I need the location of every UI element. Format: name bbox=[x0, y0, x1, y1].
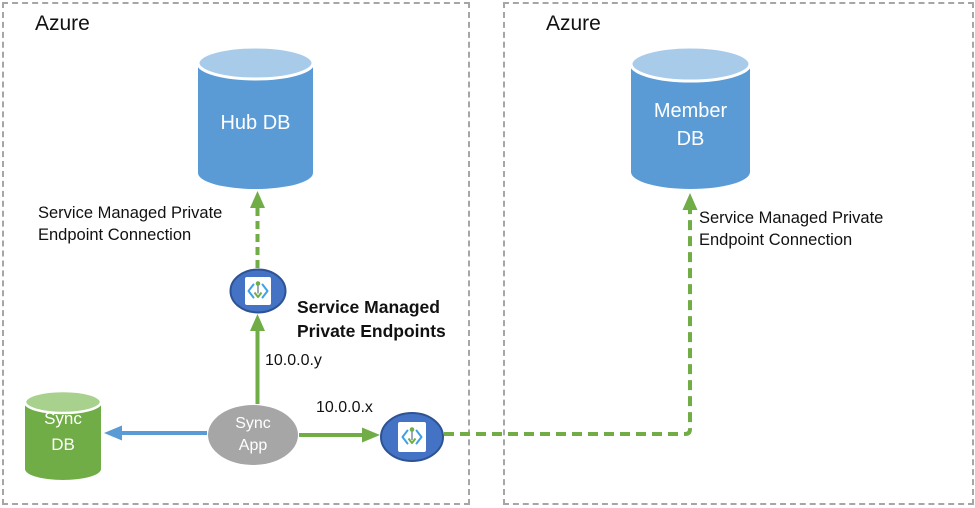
right-endpoint-connection-label: Service Managed Private Endpoint Connect… bbox=[699, 209, 884, 249]
private-endpoint-right bbox=[380, 412, 444, 462]
hub-db-cylinder bbox=[196, 45, 315, 189]
member-db-cylinder bbox=[629, 45, 752, 189]
private-endpoint-icon bbox=[398, 422, 426, 452]
ip-address-x-label: 10.0.0.x bbox=[316, 399, 373, 416]
ip-address-y-label: 10.0.0.y bbox=[265, 352, 322, 369]
arrow-syncapp-to-endpoint-right bbox=[299, 427, 380, 443]
azure-region-right-label: Azure bbox=[546, 12, 601, 35]
azure-region-left: Azure bbox=[2, 2, 470, 505]
azure-region-left-label: Azure bbox=[35, 12, 90, 35]
member-db-label: Member DB bbox=[653, 100, 728, 150]
sync-app-label: Sync App bbox=[235, 415, 271, 454]
azure-region-right: Azure bbox=[503, 2, 974, 505]
sync-db-cylinder bbox=[23, 389, 103, 480]
left-endpoint-connection-label: Service Managed Private Endpoint Connect… bbox=[38, 204, 223, 244]
arrow-syncapp-to-endpoint-upper bbox=[250, 314, 265, 404]
sync-app-node bbox=[208, 405, 298, 465]
private-endpoint-upper bbox=[229, 268, 287, 314]
arrow-syncapp-to-syncdb bbox=[104, 425, 207, 441]
connector-endpoint-to-memberdb bbox=[444, 193, 698, 436]
sync-db-label: Sync DB bbox=[44, 409, 82, 454]
hub-db-label: Hub DB bbox=[220, 112, 291, 134]
service-managed-private-endpoints-title: Service Managed Private Endpoints bbox=[297, 297, 446, 341]
arrow-endpoint-to-hubdb bbox=[250, 191, 265, 268]
private-endpoint-icon bbox=[245, 277, 271, 305]
